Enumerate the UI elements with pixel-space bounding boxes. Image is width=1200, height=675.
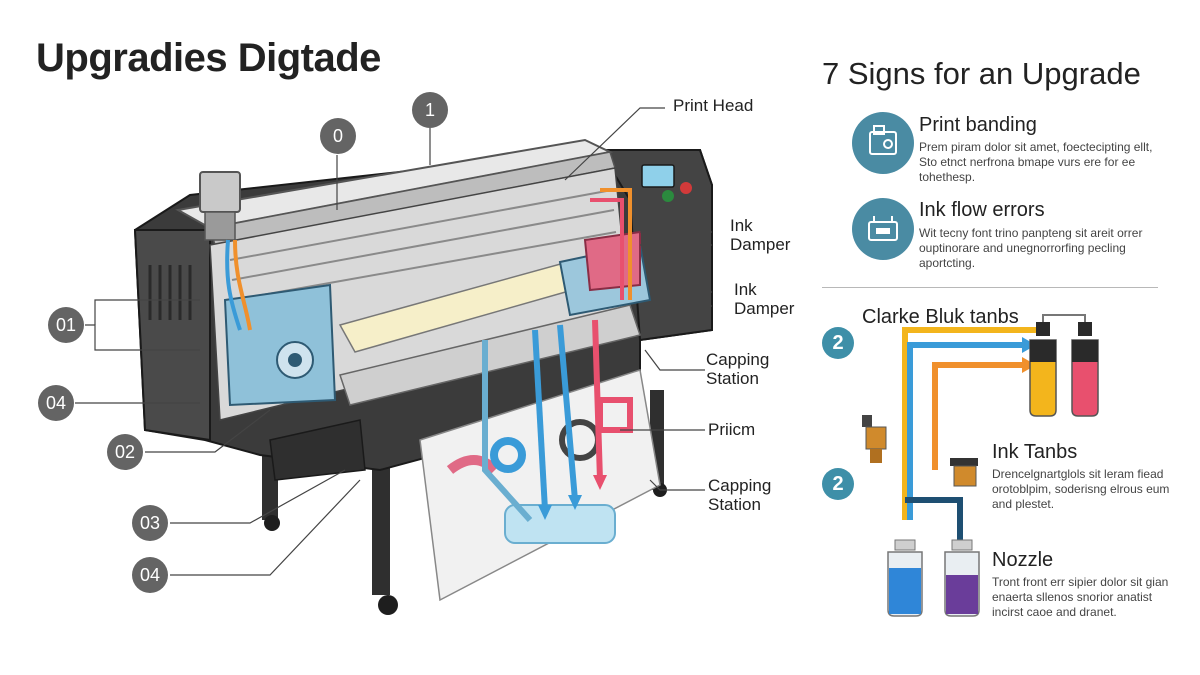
badge-02: 02 (107, 434, 143, 470)
page-title: Upgradies Digtade (36, 36, 381, 80)
bulk-ink-tubes (902, 327, 1040, 545)
bulk-badge-bottom: 2 (822, 468, 854, 500)
control-panel (641, 164, 692, 202)
section-divider (822, 287, 1158, 288)
callout-capping-station-2: Capping Station (708, 476, 772, 514)
printer-icon (852, 112, 914, 174)
printer-interior (199, 167, 652, 421)
printed-media (419, 319, 661, 602)
valve-right (950, 458, 978, 487)
badge-1: 1 (412, 92, 448, 128)
bulk-badge-top: 2 (822, 327, 854, 359)
callout-prism: Priicm (708, 420, 756, 439)
ink-bottle-yellow (1029, 322, 1057, 417)
badge-01: 01 (48, 307, 84, 343)
callout-capping-station-1: Capping Station (706, 350, 770, 388)
ink-bottle-magenta (1071, 322, 1099, 417)
nozzle-desc: Tront front err sipier dolor sit gian en… (992, 575, 1169, 619)
sign-1-title: Print banding (919, 114, 1037, 136)
badge-0: 0 (320, 118, 356, 154)
ink-tanks-title: Ink Tanbs (992, 441, 1078, 463)
badge-03: 03 (132, 505, 168, 541)
valve-left (862, 415, 887, 463)
badge-04-bottom: 04 (132, 557, 168, 593)
callout-ink-damper-2: Ink Damper (734, 280, 795, 318)
sign-2-desc: Wit tecny font trino panpteng sit areit … (919, 226, 1143, 270)
bulk-tanks-title: Clarke Bluk tanbs (862, 306, 1019, 328)
ink-tanks-desc: Drencelgnartglols sit leram fiead orotob… (992, 467, 1170, 511)
signs-title: 7 Signs for an Upgrade (822, 56, 1141, 91)
nozzle-title: Nozzle (992, 549, 1054, 571)
callout-ink-damper-1: Ink Damper (730, 216, 791, 254)
ink-bottle-purple (944, 539, 980, 617)
sign-2-title: Ink flow errors (919, 199, 1045, 221)
badge-04-left: 04 (38, 385, 74, 421)
ink-system-icon (852, 198, 914, 260)
leader-lines (75, 107, 712, 576)
ink-bottle-cyan (887, 539, 923, 617)
callout-print-head: Print Head (673, 96, 754, 115)
sign-1-desc: Prem piram dolor sit amet, foectecipting… (919, 140, 1153, 184)
